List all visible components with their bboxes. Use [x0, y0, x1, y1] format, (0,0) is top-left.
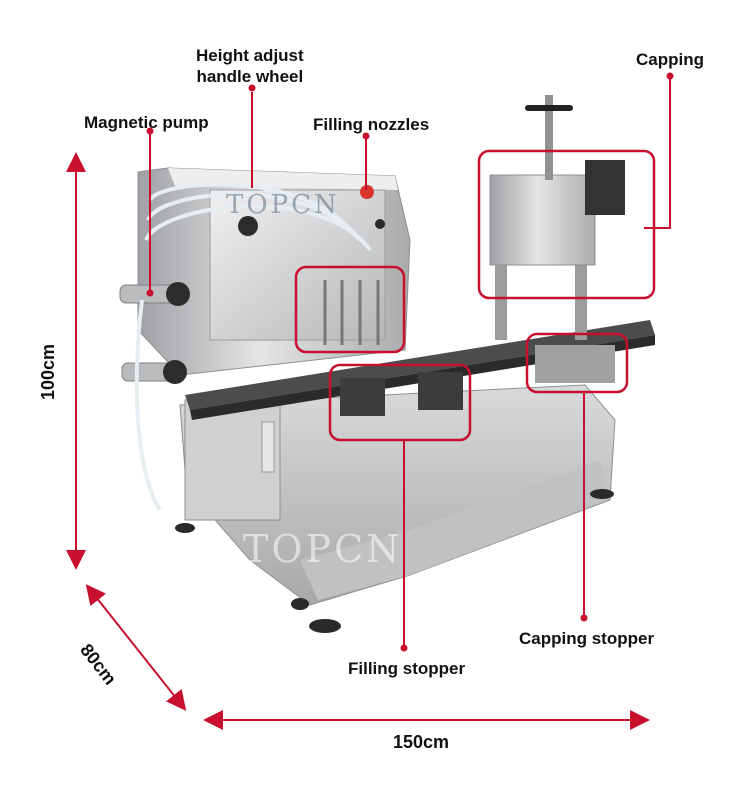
highlight-boxes — [294, 149, 656, 442]
machine — [119, 95, 655, 633]
capping-box — [477, 149, 656, 300]
depth-arrow — [85, 584, 187, 711]
dimension-arrows — [66, 152, 650, 730]
filling-nozzles-box — [294, 265, 406, 354]
filling-nozzles — [323, 280, 380, 345]
label-capping: Capping — [636, 50, 704, 69]
emergency-stop — [360, 185, 374, 199]
label-height-adjust: Height adjust handle wheel — [196, 46, 304, 86]
label-capping-stopper: Capping stopper — [519, 629, 655, 648]
label-magnetic-pump: Magnetic pump — [84, 113, 209, 132]
filling-stopper-box — [328, 363, 472, 442]
callout-lines — [149, 78, 671, 645]
dimension-height: 100cm — [38, 343, 58, 400]
dimension-width: 150cm — [393, 732, 450, 752]
watermark-bottom: TOPCN — [243, 527, 403, 571]
capping-stopper-box — [525, 332, 629, 394]
watermark-top: TOPCN — [226, 190, 340, 220]
callout-dots — [146, 72, 674, 652]
label-filling-stopper: Filling stopper — [348, 659, 466, 678]
label-filling-nozzles: Filling nozzles — [313, 115, 430, 134]
